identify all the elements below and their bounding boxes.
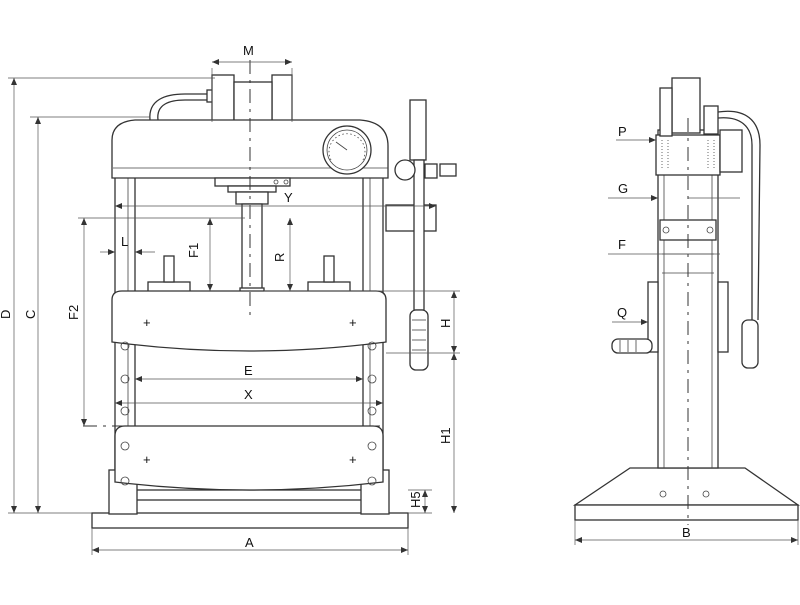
label-F2: F2: [66, 305, 81, 320]
platen-block-right: [307, 255, 351, 293]
label-C: C: [23, 310, 38, 319]
label-Q: Q: [617, 305, 627, 320]
cylinder-block-right: [271, 74, 293, 124]
label-Y: Y: [284, 190, 293, 205]
label-E: E: [244, 363, 253, 378]
front-view: + + + +: [0, 43, 460, 555]
label-F: F: [618, 237, 626, 252]
label-G: G: [618, 181, 628, 196]
label-L: L: [121, 234, 128, 249]
side-bracket-left: [647, 281, 659, 353]
column-holes: [120, 341, 377, 486]
svg-text:+: +: [143, 315, 151, 330]
svg-text:+: +: [349, 315, 357, 330]
lower-table: [114, 425, 384, 491]
hand-pump: [385, 99, 457, 371]
bottom-crossbar: [134, 489, 364, 501]
cylinder-block-left: [211, 74, 235, 124]
label-R: R: [272, 253, 287, 262]
label-D: D: [0, 310, 13, 319]
side-hose: [717, 110, 761, 321]
label-B: B: [682, 525, 691, 540]
svg-text:+: +: [349, 452, 357, 467]
side-base: [572, 467, 800, 506]
side-cylinder: [671, 77, 701, 134]
base-plate: [91, 512, 409, 529]
label-H1: H1: [438, 427, 453, 444]
pressure-gauge: [322, 125, 372, 175]
label-X: X: [244, 387, 253, 402]
label-A: A: [245, 535, 254, 550]
side-gauge: [719, 129, 743, 173]
bolster-table: [111, 290, 387, 352]
side-handle-grip: [741, 319, 759, 369]
label-H5: H5: [408, 491, 423, 508]
label-F1: F1: [186, 243, 201, 258]
label-P: P: [618, 124, 627, 139]
side-bracket-right: [717, 281, 729, 353]
side-lever-grip: [611, 338, 653, 354]
hydraulic-hose: [149, 93, 228, 121]
side-view: P G F Q B: [572, 77, 800, 545]
platen-block-left: [147, 255, 191, 293]
ram-plate: [214, 177, 291, 187]
svg-text:+: +: [143, 452, 151, 467]
label-H: H: [438, 319, 453, 328]
label-M: M: [243, 43, 254, 58]
